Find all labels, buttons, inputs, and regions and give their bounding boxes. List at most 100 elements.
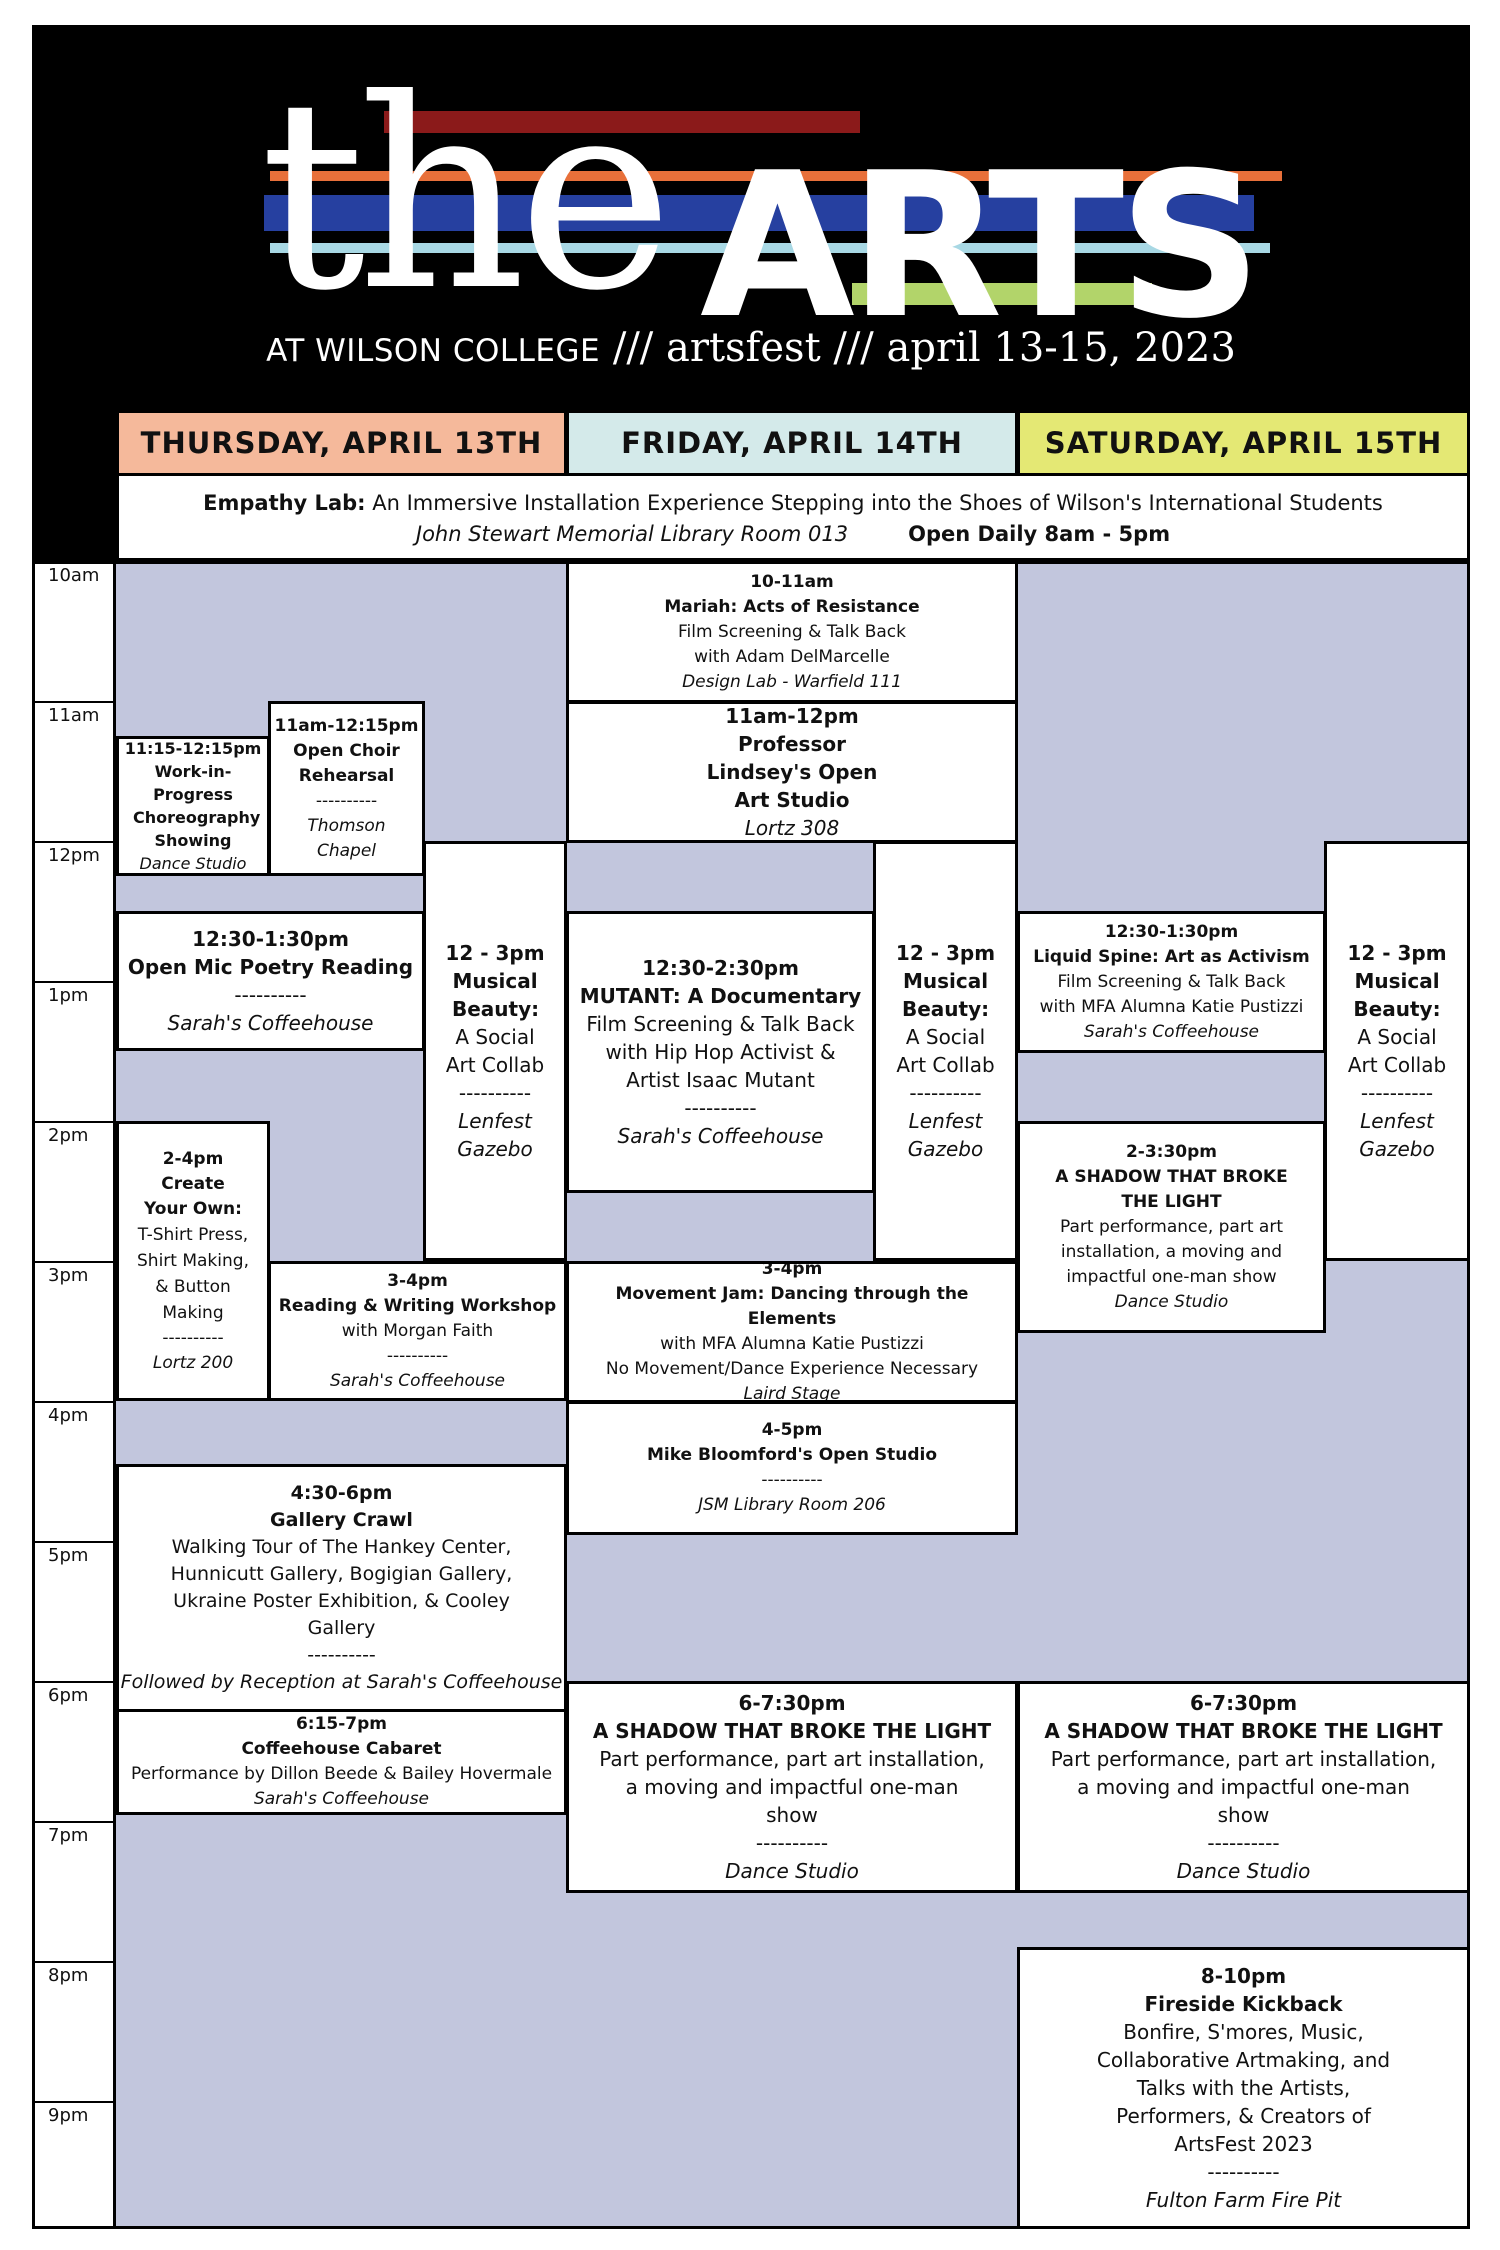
event-title: Musical Beauty: [1353,969,1441,1021]
event-location: JSM Library Room 206 [698,1495,886,1515]
event-description: with MFA Alumna Katie Pustizzi [660,1334,924,1354]
event-title: Professor Lindsey's Open Art Studio [706,732,878,812]
event-description: Film Screening & Talk Back [678,621,906,642]
event-time: 2-4pm [162,1148,224,1169]
event-description: Performance by Dillon Beede & Bailey Hov… [130,1764,553,1784]
event-title: Liquid Spine: Art as Activism [1033,946,1310,967]
tagline-dates: /// artsfest /// april 13-15, 2023 [612,325,1236,371]
time-label: 2pm [48,1125,89,1146]
event-separator: ---------- [458,1081,532,1105]
tagline: AT WILSON COLLEGE /// artsfest /// april… [32,325,1470,371]
event-location: Lortz 308 [744,816,840,840]
event-time: 11:15-12:15pm [124,739,262,758]
hour-divider [32,701,116,703]
event-time: 11am-12:15pm [274,715,419,736]
event-location: Sarah's Coffeehouse [617,1124,824,1148]
event-description: Part performance, part art installation,… [599,1747,985,1827]
event-sat-fireside: 8-10pm Fireside Kickback Bonfire, S'more… [1017,1947,1470,2229]
header-banner: the ARTS AT WILSON COLLEGE /// artsfest … [32,25,1470,410]
event-location: Thomson Chapel [307,815,386,861]
event-description: with Adam DelMarcelle [694,646,890,667]
day-header-saturday: SATURDAY, APRIL 15TH [1017,410,1470,476]
event-description: A Social Art Collab [896,1025,995,1077]
event-thu-choir: 11am-12:15pm Open Choir Rehearsal ------… [268,701,425,876]
event-time: 2-3:30pm [1125,1141,1218,1162]
event-time: 4-5pm [761,1420,823,1440]
event-separator: ---------- [761,1470,823,1490]
logo-stripe-green [852,283,1152,305]
empathy-lab-hours: Open Daily 8am - 5pm [908,522,1171,546]
event-location: Sarah's Coffeehouse [329,1370,506,1391]
time-label: 12pm [48,845,100,866]
event-location: Lenfest Gazebo [907,1109,984,1161]
event-fri-movement-jam: 3-4pm Movement Jam: Dancing through the … [566,1261,1018,1403]
time-label: 8pm [48,1965,89,1986]
event-location: Dance Studio [1176,1859,1311,1883]
event-fri-shadow: 6-7:30pm A SHADOW THAT BROKE THE LIGHT P… [566,1681,1018,1893]
event-location: Design Lab - Warfield 111 [682,671,902,692]
hour-divider [32,1121,116,1123]
event-description: Part performance, part art installation,… [1060,1216,1283,1287]
empathy-lab-title: Empathy Lab: [203,491,366,515]
event-sat-musical-beauty: 12 - 3pm Musical Beauty: A Social Art Co… [1324,841,1470,1261]
day-header-friday: FRIDAY, APRIL 14TH [566,410,1018,476]
event-location: Lenfest Gazebo [1359,1109,1435,1161]
event-description: Film Screening & Talk Back with Hip Hop … [586,1012,855,1092]
event-description: No Movement/Dance Experience Necessary [605,1359,979,1379]
event-time: 12 - 3pm [445,941,545,965]
time-column-separator [113,561,116,2229]
event-thu-gallery-crawl: 4:30-6pm Gallery Crawl Walking Tour of T… [116,1464,567,1712]
event-location: Followed by Reception at Sarah's Coffeeh… [120,1671,563,1693]
logo-arts: ARTS [700,130,1262,363]
event-title: Movement Jam: Dancing through the Elemen… [615,1284,969,1329]
hour-divider [32,1401,116,1403]
logo-stripe-blue [264,195,1254,231]
event-description: Part performance, part art installation,… [1050,1747,1437,1827]
event-description: with Morgan Faith [341,1320,494,1341]
event-time: 10-11am [750,571,834,592]
event-title: Open Choir Rehearsal [293,740,400,786]
hour-divider [32,1681,116,1683]
event-separator: ---------- [1207,1831,1280,1855]
event-title: A SHADOW THAT BROKE THE LIGHT [1055,1166,1288,1212]
event-description: T-Shirt Press, Shirt Making, & Button Ma… [137,1224,249,1323]
event-separator: ---------- [1360,1081,1434,1105]
event-separator: ---------- [307,1644,376,1666]
event-location: Dance Studio [725,1859,859,1883]
event-location: Dance Studio [1114,1291,1229,1312]
time-label: 6pm [48,1685,89,1706]
time-label: 7pm [48,1825,89,1846]
event-time: 12 - 3pm [895,941,996,965]
event-separator: ---------- [234,983,307,1007]
event-title: Gallery Crawl [270,1509,413,1531]
event-fri-musical-beauty: 12 - 3pm Musical Beauty: A Social Art Co… [873,841,1018,1261]
event-time: 12:30-1:30pm [192,927,349,951]
empathy-lab-banner: Empathy Lab: An Immersive Installation E… [116,476,1470,561]
event-time: 6:15-7pm [295,1714,388,1734]
event-time: 3-4pm [387,1270,448,1291]
time-label: 10am [48,565,100,586]
event-time: 3-4pm [761,1261,823,1279]
event-time: 6-7:30pm [738,1691,846,1715]
event-description: Walking Tour of The Hankey Center, Hunni… [170,1536,513,1639]
event-separator: ---------- [684,1096,757,1120]
hour-divider [32,1821,116,1823]
logo-stripe-red [384,111,860,133]
event-separator: ---------- [1207,2160,1280,2184]
event-location: Lenfest Gazebo [457,1109,533,1161]
hour-divider [32,1961,116,1963]
event-time: 12:30-2:30pm [642,956,799,980]
event-description: A Social Art Collab [1347,1025,1447,1077]
time-label: 3pm [48,1265,89,1286]
event-title: Mike Bloomford's Open Studio [646,1445,938,1465]
event-separator: ---------- [909,1081,982,1105]
event-sat-shadow-afternoon: 2-3:30pm A SHADOW THAT BROKE THE LIGHT P… [1017,1121,1326,1333]
event-title: A SHADOW THAT BROKE THE LIGHT [592,1719,992,1743]
event-fri-lindsey-studio: 11am-12pm Professor Lindsey's Open Art S… [566,701,1018,843]
event-title: MUTANT: A Documentary [579,984,862,1008]
event-thu-cabaret: 6:15-7pm Coffeehouse Cabaret Performance… [116,1709,567,1815]
day-header-thursday: THURSDAY, APRIL 13TH [116,410,567,476]
time-label: 1pm [48,985,89,1006]
event-sat-shadow-evening: 6-7:30pm A SHADOW THAT BROKE THE LIGHT P… [1017,1681,1470,1893]
